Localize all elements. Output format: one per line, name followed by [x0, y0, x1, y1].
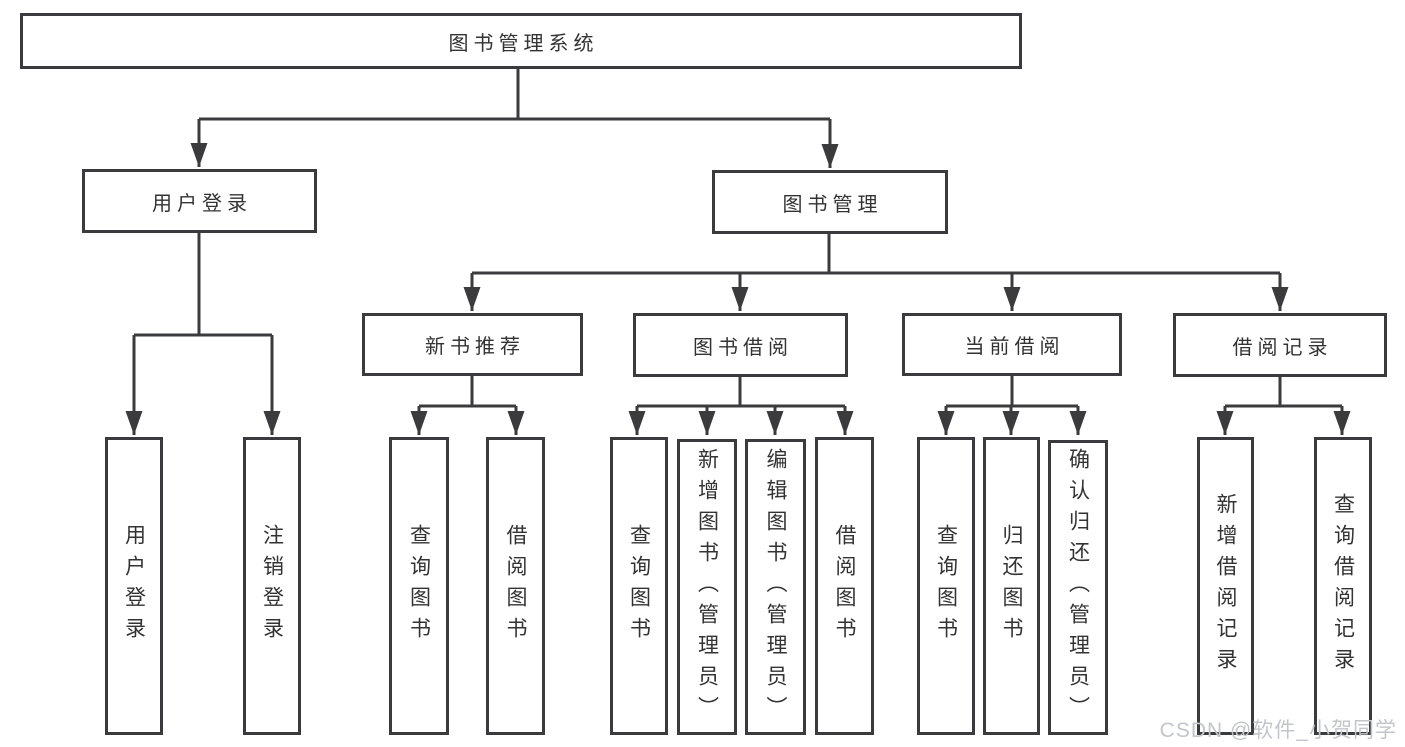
node-user-login: 用户登录	[82, 169, 317, 233]
leaf-borrow-book-2: 借阅图书	[815, 437, 874, 735]
leaf-add-book-admin: 新增图书（管理员）	[677, 439, 737, 735]
node-library-management-system: 图书管理系统	[20, 13, 1022, 69]
node-current-borrow: 当前借阅	[902, 313, 1122, 376]
csdn-watermark: CSDN @软件_小贺同学	[1159, 719, 1397, 742]
node-borrow-record: 借阅记录	[1173, 313, 1387, 377]
leaf-borrow-book-1: 借阅图书	[486, 437, 545, 735]
leaf-user-login: 用户登录	[105, 437, 163, 735]
node-library-management-system-label: 图书管理系统	[448, 32, 599, 55]
node-book-management-label: 图书管理	[782, 193, 883, 216]
leaf-add-book-admin-label: 新增图书（管理员）	[695, 447, 719, 727]
node-new-book-recommend-label: 新书推荐	[425, 336, 525, 358]
node-current-borrow-label: 当前借阅	[964, 336, 1065, 358]
leaf-query-book-3: 查询图书	[917, 437, 975, 735]
leaf-query-book-1: 查询图书	[389, 437, 449, 735]
leaf-borrow-book-1-label: 借阅图书	[504, 524, 527, 648]
leaf-user-login-label: 用户登录	[122, 524, 146, 648]
leaf-return-book: 归还图书	[983, 437, 1040, 735]
node-user-login-label: 用户登录	[152, 192, 252, 215]
leaf-query-borrow-record-label: 查询借阅记录	[1331, 493, 1355, 679]
node-book-borrow-label: 图书借阅	[693, 336, 793, 359]
leaf-edit-book-admin: 编辑图书（管理员）	[745, 439, 806, 735]
node-book-management: 图书管理	[712, 170, 948, 234]
leaf-confirm-return-admin: 确认归还（管理员）	[1048, 440, 1108, 735]
leaf-add-borrow-record-label: 新增借阅记录	[1214, 493, 1237, 679]
leaf-edit-book-admin-label: 编辑图书（管理员）	[764, 447, 787, 727]
leaf-confirm-return-admin-label: 确认归还（管理员）	[1066, 448, 1090, 727]
leaf-query-book-3-label: 查询图书	[934, 524, 958, 648]
leaf-return-book-label: 归还图书	[1000, 524, 1023, 648]
leaf-query-borrow-record: 查询借阅记录	[1314, 437, 1372, 735]
leaf-query-book-2: 查询图书	[610, 437, 668, 735]
node-new-book-recommend: 新书推荐	[362, 313, 583, 376]
connector-trunks	[134, 69, 1342, 408]
leaf-query-book-1-label: 查询图书	[407, 524, 431, 648]
leaf-logout-login: 注销登录	[243, 437, 301, 735]
node-book-borrow: 图书借阅	[633, 313, 848, 377]
leaf-add-borrow-record: 新增借阅记录	[1197, 437, 1254, 735]
leaf-borrow-book-2-label: 借阅图书	[833, 524, 856, 648]
leaf-query-book-2-label: 查询图书	[627, 524, 651, 648]
node-borrow-record-label: 借阅记录	[1232, 336, 1333, 359]
leaf-logout-login-label: 注销登录	[260, 524, 284, 648]
